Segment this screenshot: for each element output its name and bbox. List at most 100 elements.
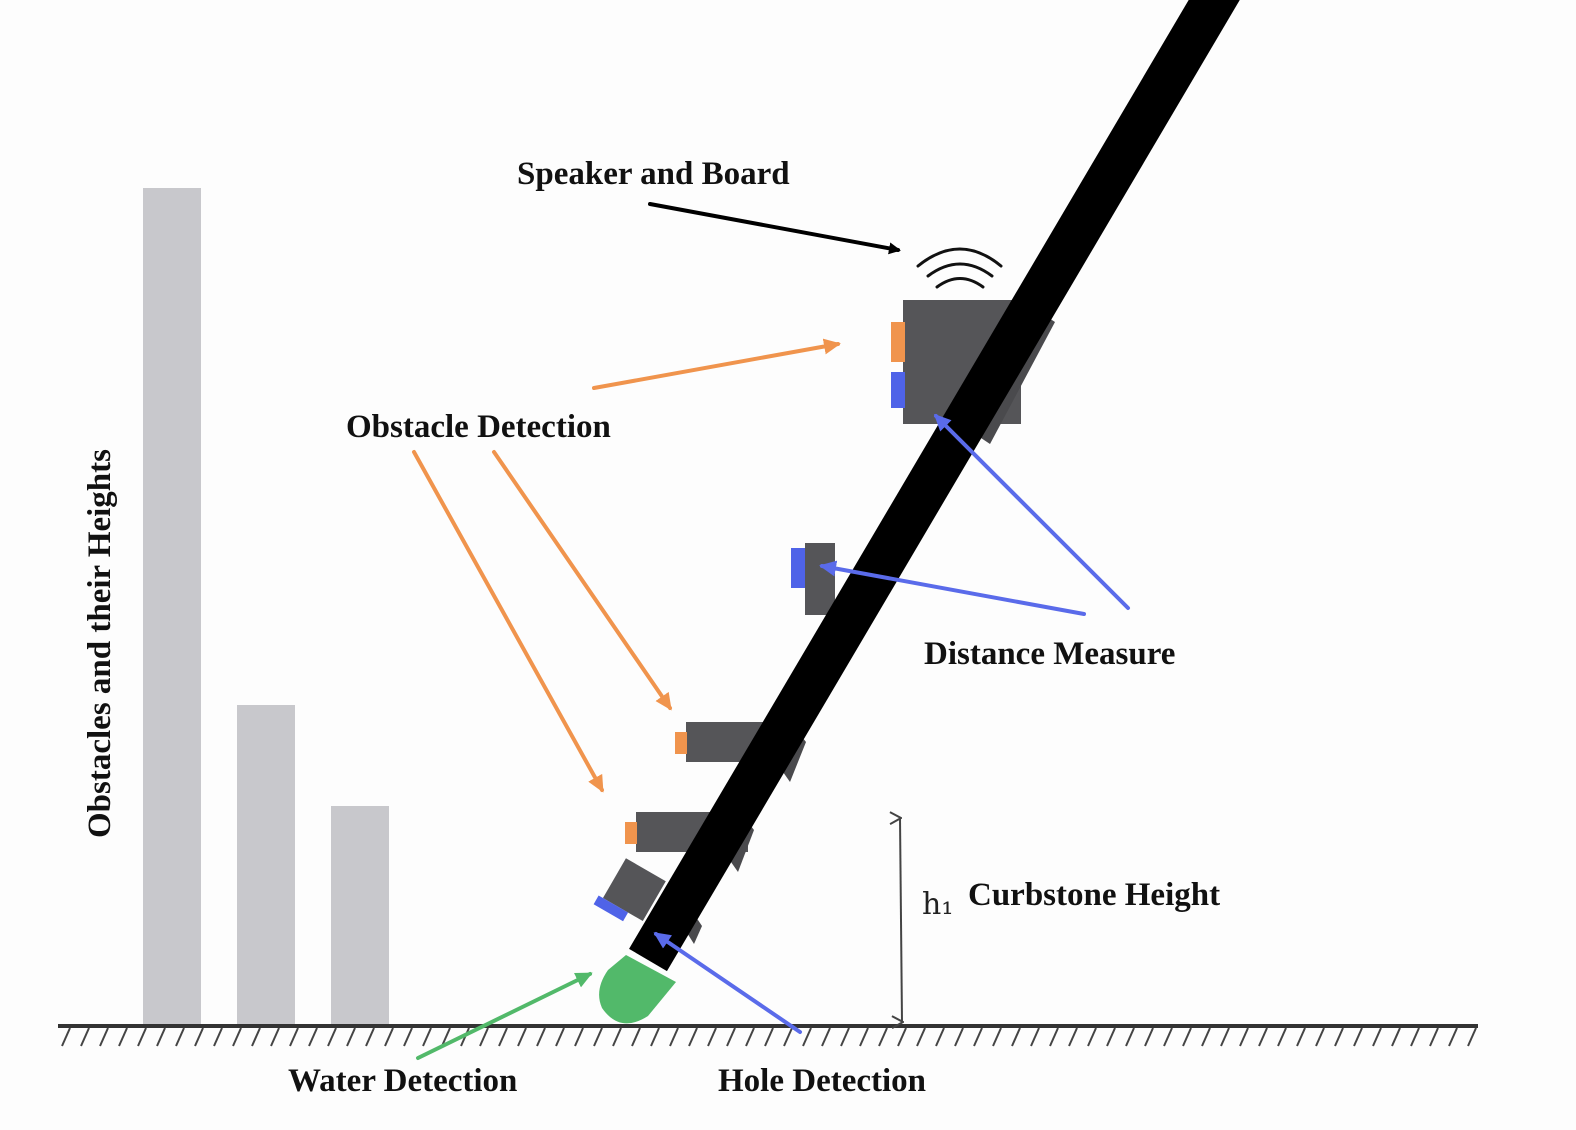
ground-hatch-mark [1182,1027,1192,1047]
hole-detection-label: Hole Detection [718,1063,926,1099]
ground-hatch-mark [1448,1027,1458,1047]
ground-hatch-mark [593,1027,603,1047]
ground-hatch-mark [973,1027,983,1047]
ground-hatch-mark [916,1027,926,1047]
ground-hatch-mark [1030,1027,1040,1047]
distance-sensor-mid-body [805,543,835,615]
ground-hatch-mark [935,1027,945,1047]
water-arrow [416,972,593,1060]
ground-hatch-mark [1144,1027,1154,1047]
ground-hatch-mark [802,1027,812,1047]
ground-hatch-mark [1087,1027,1097,1047]
ground-hatch-mark [346,1027,356,1047]
ground-hatch-mark [555,1027,565,1047]
obstacle-arrow-top [592,338,841,390]
ground-hatch-mark [688,1027,698,1047]
ground-hatch-mark [270,1027,280,1047]
ground-hatch-mark [1163,1027,1173,1047]
ground-hatch-mark [1429,1027,1439,1047]
ground-hatch-mark [1239,1027,1249,1047]
cane [629,0,1240,972]
ground-hatch-mark [840,1027,850,1047]
distance-arrow-top [933,413,1130,610]
ground-hatch-mark [137,1027,147,1047]
ground-hatch-mark [897,1027,907,1047]
ground-hatch-mark [1220,1027,1230,1047]
obstacle-arrow-mid [492,450,672,711]
water-sensor-tip [599,955,676,1024]
hole-sensor [593,895,629,922]
speaker-arrow [648,202,901,255]
ground-hatch-mark [1068,1027,1078,1047]
ground-hatch-mark [1410,1027,1420,1047]
ground-hatch-mark [612,1027,622,1047]
sound-waves-icon [916,247,1003,289]
ground-hatch-mark [954,1027,964,1047]
obstacle-detection-label: Obstacle Detection [346,409,611,445]
ground-hatch-mark [213,1027,223,1047]
ground-hatch-mark [707,1027,717,1047]
ground-hatch-mark [669,1027,679,1047]
ground-hatch-mark [1049,1027,1059,1047]
ground-hatch-mark [308,1027,318,1047]
ground-hatch-mark [479,1027,489,1047]
ground-hatch-mark [289,1027,299,1047]
ground-hatch-mark [232,1027,242,1047]
obstacle-sensor-top [891,322,905,362]
ground-hatch-mark [1391,1027,1401,1047]
curbstone-dimension [900,818,902,1022]
ground-hatch-mark [517,1027,527,1047]
ground-hatch-mark [1258,1027,1268,1047]
ground-hatch-mark [175,1027,185,1047]
ground-hatch-mark [1201,1027,1211,1047]
hole-arrow [653,932,802,1034]
ground-hatch-mark [327,1027,337,1047]
obstacle-sensor-upper [675,732,687,754]
ground-hatch-mark [650,1027,660,1047]
ground-hatch-mark [403,1027,413,1047]
ground-hatch-mark [61,1027,71,1047]
curbstone-height-label: Curbstone Height [968,877,1220,913]
ground-hatch-mark [251,1027,261,1047]
ground [58,1024,1478,1047]
ground-hatch-mark [118,1027,128,1047]
ground-hatch-mark [859,1027,869,1047]
ground-hatch-mark [1106,1027,1116,1047]
ground-hatch-mark [441,1027,451,1047]
distance-sensor-top [891,372,905,408]
ground-hatch-mark [1372,1027,1382,1047]
ground-hatch-mark [726,1027,736,1047]
ground-hatch-mark [1353,1027,1363,1047]
obstacles-heights-label: Obstacles and their Heights [82,449,118,838]
ground-hatch-mark [156,1027,166,1047]
water-detection-label: Water Detection [288,1063,517,1099]
ground-hatch-mark [1467,1027,1477,1047]
curbstone-symbol: h₁ [922,887,953,922]
obstacle-bar-medium [237,705,295,1026]
distance-arrow-mid [819,560,1086,616]
obstacle-arrow-low [412,450,604,793]
ground-hatch-mark [878,1027,888,1047]
ground-hatch-mark [821,1027,831,1047]
ground-hatch-mark [498,1027,508,1047]
ground-hatch-mark [365,1027,375,1047]
distance-sensor-mid [791,548,805,588]
ground-hatch-mark [783,1027,793,1047]
distance-measure-label: Distance Measure [924,636,1175,672]
hole-sensor-body [602,858,666,922]
ground-hatch-mark [1296,1027,1306,1047]
ground-hatch-mark [99,1027,109,1047]
ground-hatch-mark [384,1027,394,1047]
ground-hatch-mark [1125,1027,1135,1047]
obstacle-bar-short [331,806,389,1026]
ground-hatch-mark [1334,1027,1344,1047]
ground-hatch-mark [745,1027,755,1047]
ground-hatch-mark [631,1027,641,1047]
speaker-board-label: Speaker and Board [517,156,790,192]
ground-hatch-mark [80,1027,90,1047]
label-arrows [412,202,1130,1060]
obstacle-bar-tall [143,188,201,1026]
ground-hatch-mark [764,1027,774,1047]
